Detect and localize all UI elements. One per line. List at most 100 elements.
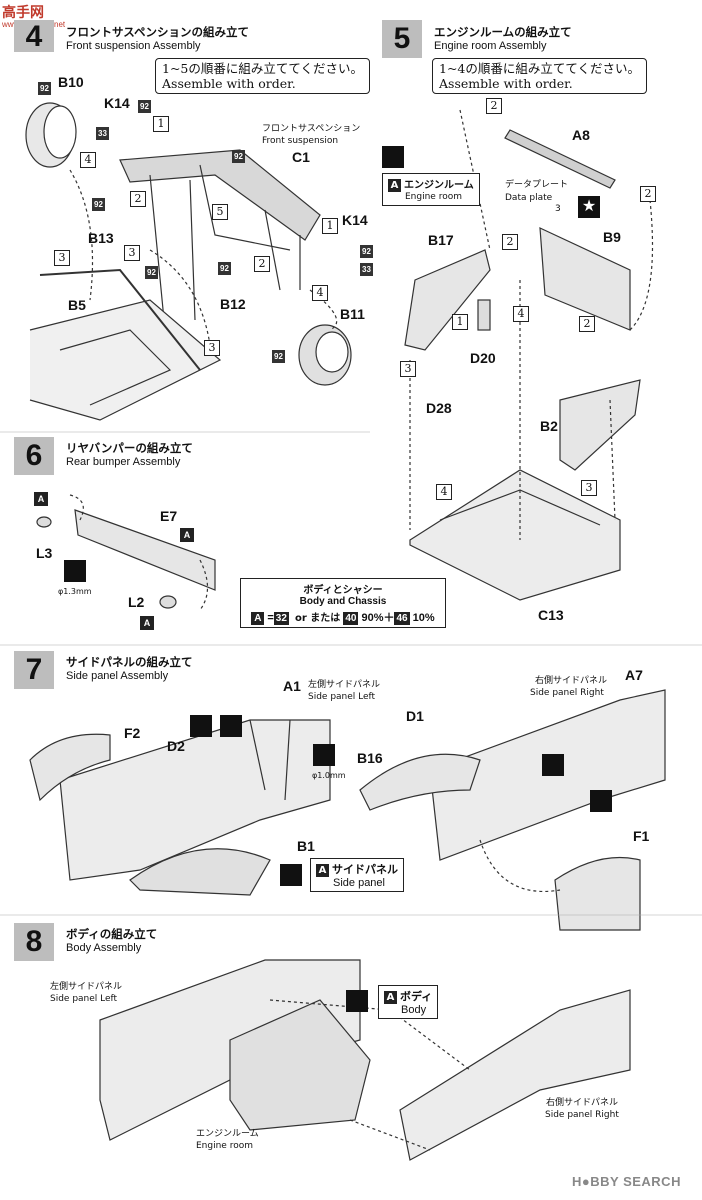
part-d1: D1 (406, 708, 424, 724)
part-d2: D2 (167, 738, 185, 754)
order-4: 4 (80, 152, 96, 168)
step6-title-en: Rear bumper Assembly (66, 456, 181, 468)
drill-icon (313, 744, 335, 766)
body-right-en: Side panel Right (545, 1110, 619, 1120)
part-f2: F2 (124, 725, 141, 741)
order-4: 4 (513, 306, 529, 322)
order-3: 3 (400, 361, 416, 377)
part-b9: B9 (603, 229, 621, 245)
order-1: 1 (322, 218, 338, 234)
paint-brush-icon (382, 146, 404, 168)
hobby-search-watermark: H●BBY SEARCH (572, 1174, 681, 1189)
part-f1: F1 (633, 828, 650, 844)
paint-92-badge: 92 (92, 198, 105, 211)
formula-pct-90: 90%＋ (361, 612, 395, 624)
step-number-4: 4 (14, 20, 54, 53)
cement-icon (590, 790, 612, 812)
step4-title-jp: フロントサスペンションの組み立て (66, 25, 249, 39)
drill-icon (190, 715, 212, 737)
step6-title-jp: リヤバンパーの組み立て (66, 441, 193, 455)
step7-title-jp: サイドパネルの組み立て (66, 655, 193, 669)
body-en: Body (401, 1004, 427, 1016)
body-left-en: Side panel Left (50, 994, 118, 1004)
part-k14-right: K14 (342, 212, 368, 228)
body-jp: ボディ (400, 990, 433, 1003)
engine-room-jp: エンジンルーム (196, 1129, 259, 1139)
front-suspension-en: Front suspension (262, 136, 339, 146)
part-a1: A1 (283, 678, 301, 694)
body-right-jp: 右側サイドパネル (546, 1098, 619, 1108)
part-l3: L3 (36, 545, 53, 561)
step-number-7: 7 (14, 651, 54, 689)
step-number-8: 8 (14, 923, 54, 961)
paint-92-badge: 92 (272, 350, 285, 363)
paint-92-badge: 92 (232, 150, 245, 163)
watermark-logo: 高手网 (2, 2, 44, 22)
order-4: 4 (312, 285, 328, 301)
order-1: 1 (153, 116, 169, 132)
step5-order-note: 1~4の順番に組み立ててください。 Assemble with order. (432, 58, 648, 94)
paint-brush-icon (346, 990, 368, 1012)
part-b16: B16 (357, 750, 383, 766)
side-panel-right-jp: 右側サイドパネル (535, 676, 608, 686)
watermark-text: 高手网 (2, 5, 44, 21)
side-panel-right-en: Side panel Right (530, 688, 604, 698)
paint-33-badge: 33 (96, 127, 109, 140)
step4-note-jp: 1~5の順番に組み立ててください。 (162, 61, 364, 76)
order-3: 3 (54, 250, 70, 266)
order-4: 4 (436, 484, 452, 500)
part-k14-left: K14 (104, 95, 130, 111)
order-1: 1 (452, 314, 468, 330)
part-b5: B5 (68, 297, 86, 313)
order-2: 2 (579, 316, 595, 332)
part-l2: L2 (128, 594, 145, 610)
step8-title-en: Body Assembly (66, 942, 142, 954)
paint-brush-icon (280, 864, 302, 886)
formula-or: or または (294, 613, 341, 624)
step8-title-jp: ボディの組み立て (66, 927, 158, 941)
paint-letter-a: A (388, 178, 401, 192)
paint-33-badge: 33 (360, 263, 373, 276)
paint-92-badge: 92 (38, 82, 51, 95)
part-b10: B10 (58, 74, 84, 90)
body-left-jp: 左側サイドパネル (50, 982, 123, 992)
part-c13: C13 (538, 607, 564, 623)
drill-size-10: φ1.0mm (312, 771, 346, 780)
part-b13: B13 (88, 230, 114, 246)
step4-note-en: Assemble with order. (162, 76, 296, 91)
color-40: 40 (343, 611, 359, 625)
order-3: 3 (204, 340, 220, 356)
step5-title-en: Engine room Assembly (434, 40, 547, 52)
formula-eq: = (267, 612, 274, 624)
part-d28: D28 (426, 400, 452, 416)
paint-letter-a: A (316, 863, 329, 877)
formula-pct-10: 10% (412, 612, 435, 624)
data-plate-jp: データプレート (505, 180, 569, 190)
step4-order-note: 1~5の順番に組み立ててください。 Assemble with order. (155, 58, 371, 94)
step7-title-en: Side panel Assembly (66, 670, 169, 682)
step4-title-en: Front suspension Assembly (66, 40, 201, 52)
part-b12: B12 (220, 296, 246, 312)
step5-note-en: Assemble with order. (439, 76, 573, 91)
part-b17: B17 (428, 232, 454, 248)
body-chassis-paint-box: ボディとシャシー Body and Chassis A=32 or または 40… (240, 578, 446, 628)
order-2: 2 (502, 234, 518, 250)
side-panel-left-jp: 左側サイドパネル (308, 680, 381, 690)
step-number-5: 5 (382, 20, 422, 58)
data-plate-en: Data plate (505, 193, 553, 203)
side-panel-en: Side panel (333, 877, 385, 889)
paint-letter-a: A (140, 616, 154, 630)
paint-92-badge: 92 (145, 266, 158, 279)
step5-note-jp: 1~4の順番に組み立ててください。 (439, 61, 641, 76)
order-3: 3 (124, 245, 140, 261)
drill-icon (542, 754, 564, 776)
star-icon: ★ (578, 196, 600, 218)
part-b2: B2 (540, 418, 558, 434)
paint-letter-a: A (34, 492, 48, 506)
order-3: 3 (581, 480, 597, 496)
order-5: 5 (212, 204, 228, 220)
